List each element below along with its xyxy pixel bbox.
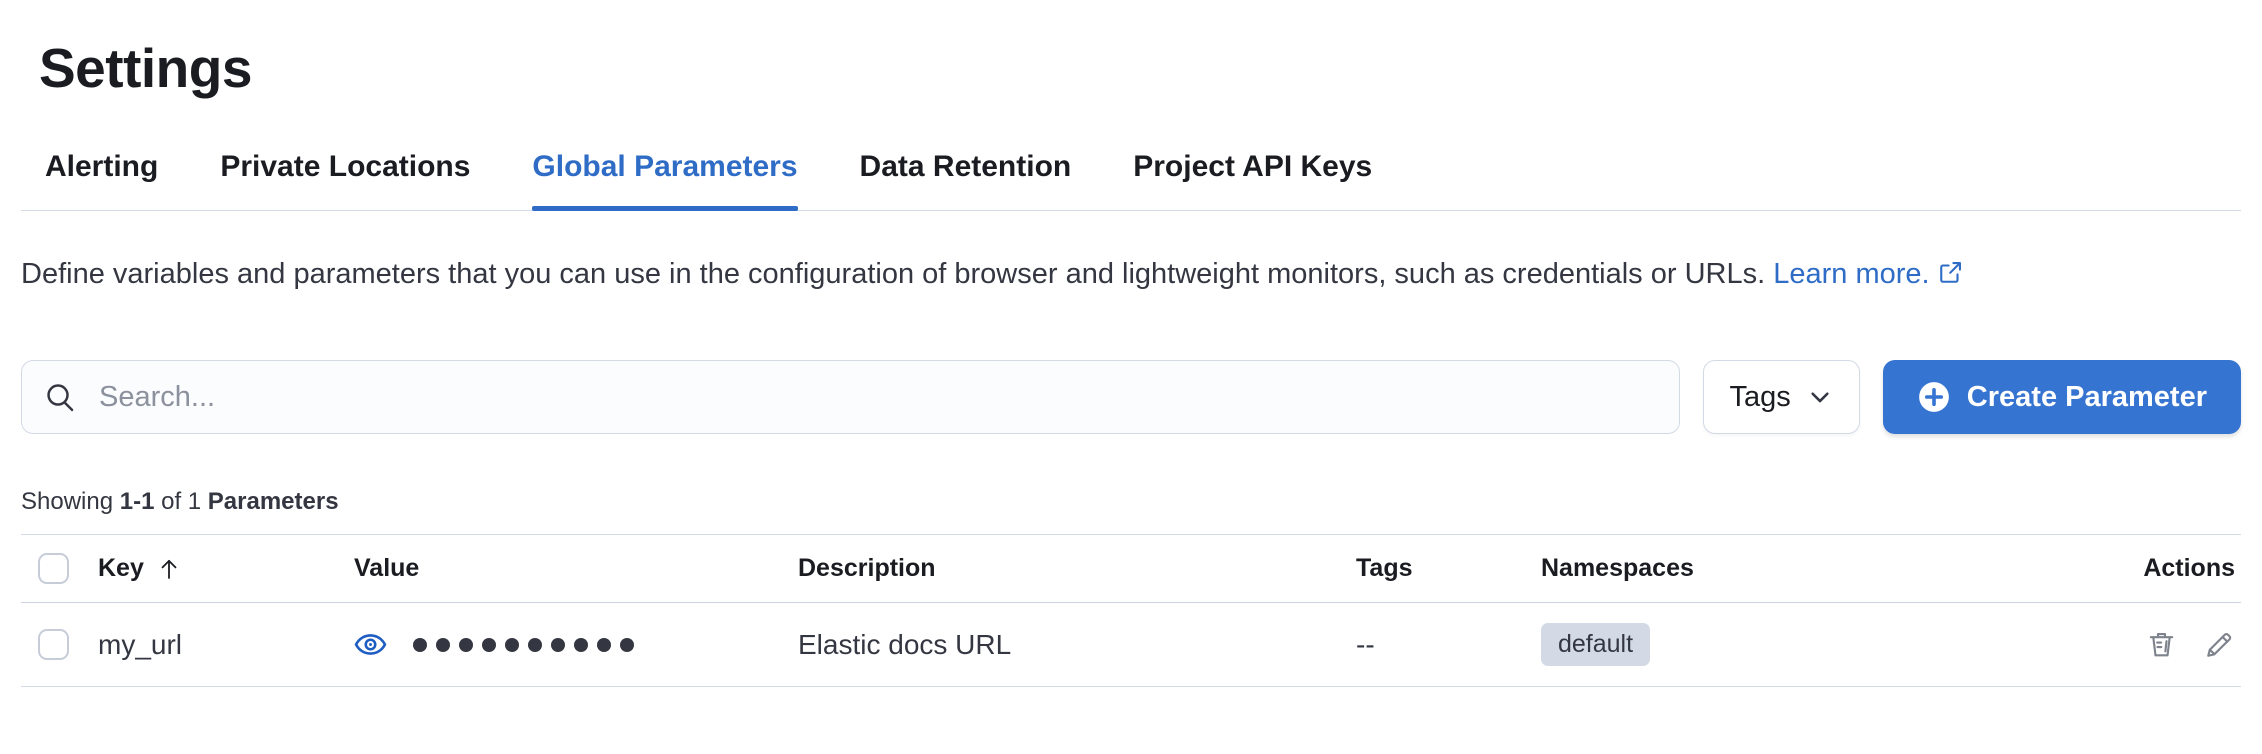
column-header-namespaces[interactable]: Namespaces [1541,554,2101,583]
column-header-value[interactable]: Value [354,554,798,583]
description-text: Define variables and parameters that you… [21,258,1766,290]
create-parameter-button[interactable]: Create Parameter [1882,360,2241,434]
header-checkbox-cell [21,553,98,584]
table-top-divider [21,534,2241,535]
trash-icon [2149,632,2174,657]
row-checkbox[interactable] [38,629,69,660]
chevron-down-icon [1811,392,1829,403]
page-title: Settings [39,37,252,99]
summary-range: 1-1 [119,488,155,515]
results-summary: Showing 1-1 of 1 Parameters [21,488,2241,516]
column-header-actions-label: Actions [2143,554,2235,582]
eye-icon [354,634,387,655]
tags-cell: -- [1356,629,1541,661]
summary-of: of 1 [161,488,202,515]
sort-ascending-arrow-icon [161,559,177,579]
tab-project-api-keys[interactable]: Project API Keys [1133,150,1373,183]
namespace-badge: default [1541,623,1651,666]
tab-data-retention[interactable]: Data Retention [859,150,1072,183]
edit-parameter-button[interactable] [2204,629,2235,660]
column-header-actions: Actions [2101,554,2241,583]
tags-filter-label: Tags [1729,380,1791,413]
search-icon [47,383,74,411]
search-input[interactable] [99,380,1657,414]
masked-value-dots [413,637,634,652]
settings-tab-bar: Alerting Private Locations Global Parame… [21,150,2241,211]
learn-more-link[interactable]: Learn more. [1773,258,1963,290]
summary-prefix: Showing [21,488,114,515]
column-header-tags-label: Tags [1356,554,1413,582]
description-cell: Elastic docs URL [798,629,1356,661]
summary-entity: Parameters [207,488,339,515]
column-header-key-label: Key [98,554,144,582]
column-header-description-label: Description [798,554,936,582]
plus-in-circle-icon [1918,382,1949,412]
actions-cell [2101,629,2241,660]
row-actions [2146,629,2235,660]
row-checkbox-cell [21,629,98,660]
pencil-icon [2207,632,2232,657]
column-header-description[interactable]: Description [798,554,1356,583]
learn-more-label: Learn more. [1773,258,1930,290]
external-link-icon [1939,262,1961,283]
column-header-tags[interactable]: Tags [1356,554,1541,583]
reveal-value-button[interactable] [354,628,387,661]
parameter-key: my_url [98,628,183,660]
parameter-row: my_url Elastic docs URL -- default [21,603,2241,687]
table-controls: Tags Create Parameter [21,360,2241,434]
parameter-tags: -- [1356,628,1375,660]
delete-parameter-button[interactable] [2146,629,2177,660]
search-box[interactable] [21,360,1680,434]
create-parameter-label: Create Parameter [1966,380,2207,413]
column-header-value-label: Value [354,554,420,582]
namespaces-cell: default [1541,623,2101,666]
table-header-row: Key Value Description Tags Namespaces Ac… [21,535,2241,603]
column-header-namespaces-label: Namespaces [1541,554,1694,582]
tab-alerting[interactable]: Alerting [45,150,159,183]
settings-page: Settings Alerting Private Locations Glob… [21,37,2241,687]
tab-private-locations[interactable]: Private Locations [220,150,471,183]
value-cell [354,628,798,661]
tags-filter-button[interactable]: Tags [1702,360,1860,434]
parameter-description: Elastic docs URL [798,628,1012,660]
tab-global-parameters[interactable]: Global Parameters [532,150,798,211]
page-description: Define variables and parameters that you… [21,251,2206,298]
column-header-key[interactable]: Key [98,554,354,583]
select-all-checkbox[interactable] [38,553,69,584]
key-cell: my_url [98,629,354,661]
